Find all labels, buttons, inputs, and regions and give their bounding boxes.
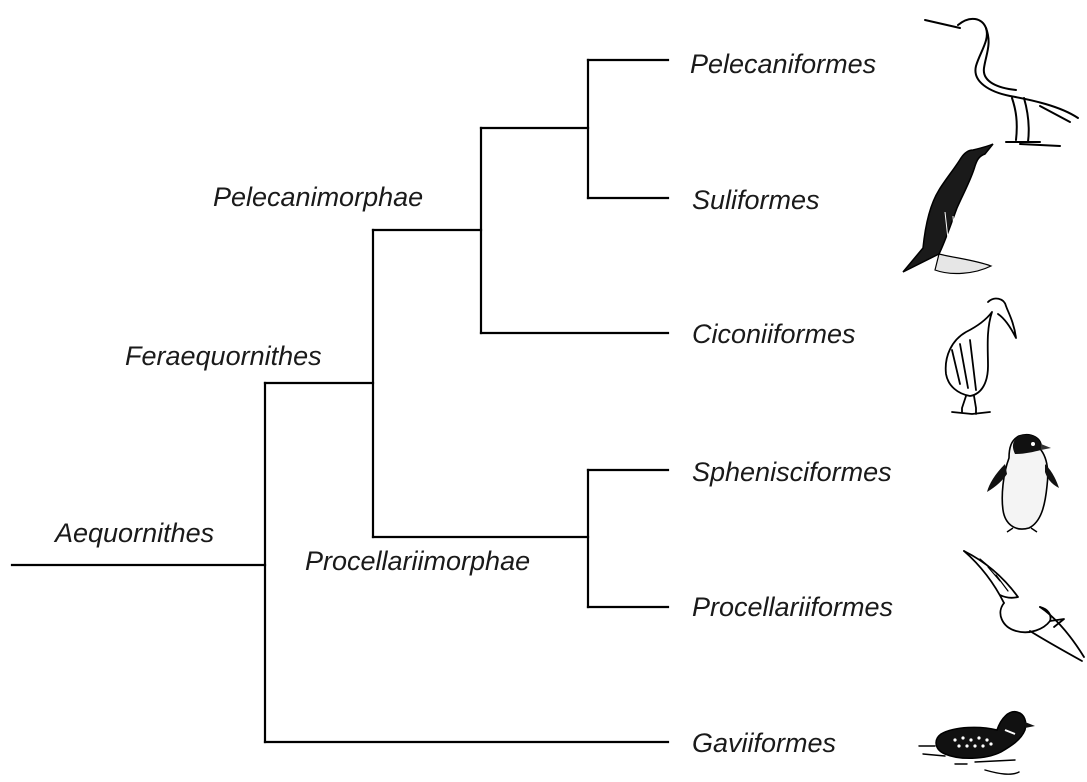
taxon-label-pelecaniformes: Pelecaniformes bbox=[690, 51, 876, 78]
loon-icon bbox=[915, 700, 1035, 782]
taxon-label-gaviiformes: Gaviiformes bbox=[692, 730, 836, 757]
taxon-label-sphenisciformes: Sphenisciformes bbox=[692, 459, 892, 486]
clade-label-aequornithes: Aequornithes bbox=[55, 520, 214, 547]
clade-label-procellariimorphae: Procellariimorphae bbox=[305, 548, 530, 575]
stork-icon bbox=[930, 290, 1020, 425]
heron-icon bbox=[920, 10, 1087, 150]
clade-label-pelecanimorphae: Pelecanimorphae bbox=[213, 184, 423, 211]
taxon-label-procellariiformes: Procellariiformes bbox=[692, 594, 893, 621]
albatross-icon bbox=[960, 545, 1087, 665]
taxon-label-suliformes: Suliformes bbox=[692, 187, 820, 214]
clade-label-feraequornithes: Feraequornithes bbox=[125, 343, 322, 370]
taxon-label-ciconiiformes: Ciconiiformes bbox=[692, 321, 856, 348]
cormorant-icon bbox=[895, 142, 995, 278]
penguin-icon bbox=[985, 430, 1065, 535]
